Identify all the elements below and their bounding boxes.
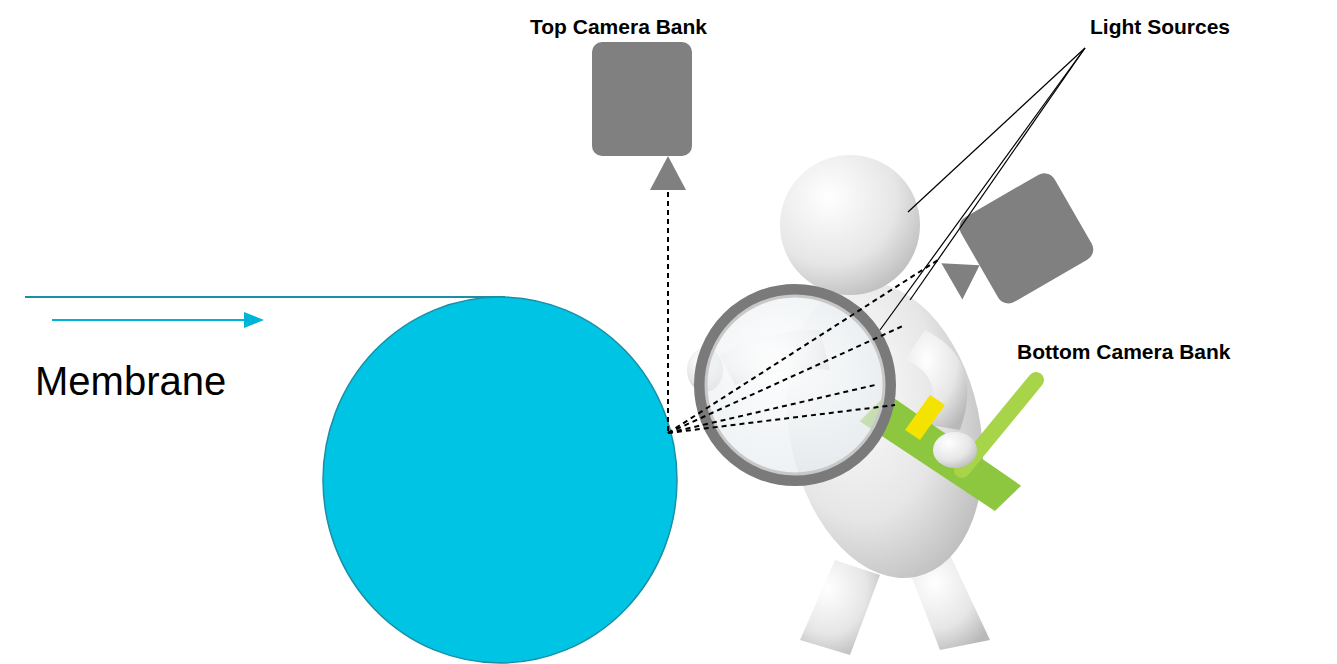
camera-label: Top Camera Bank xyxy=(530,15,707,39)
top-camera xyxy=(592,42,692,190)
sight-lines xyxy=(668,192,938,433)
camera-label: Bottom Camera Bank xyxy=(1017,340,1231,364)
membrane-label: Membrane xyxy=(35,358,226,404)
roller xyxy=(323,297,677,663)
leader-lines xyxy=(880,48,1085,330)
light-label: Light Sources xyxy=(1090,15,1230,39)
direction-arrow xyxy=(52,319,262,321)
membrane-line xyxy=(25,296,505,298)
bottom-camera xyxy=(927,169,1097,324)
